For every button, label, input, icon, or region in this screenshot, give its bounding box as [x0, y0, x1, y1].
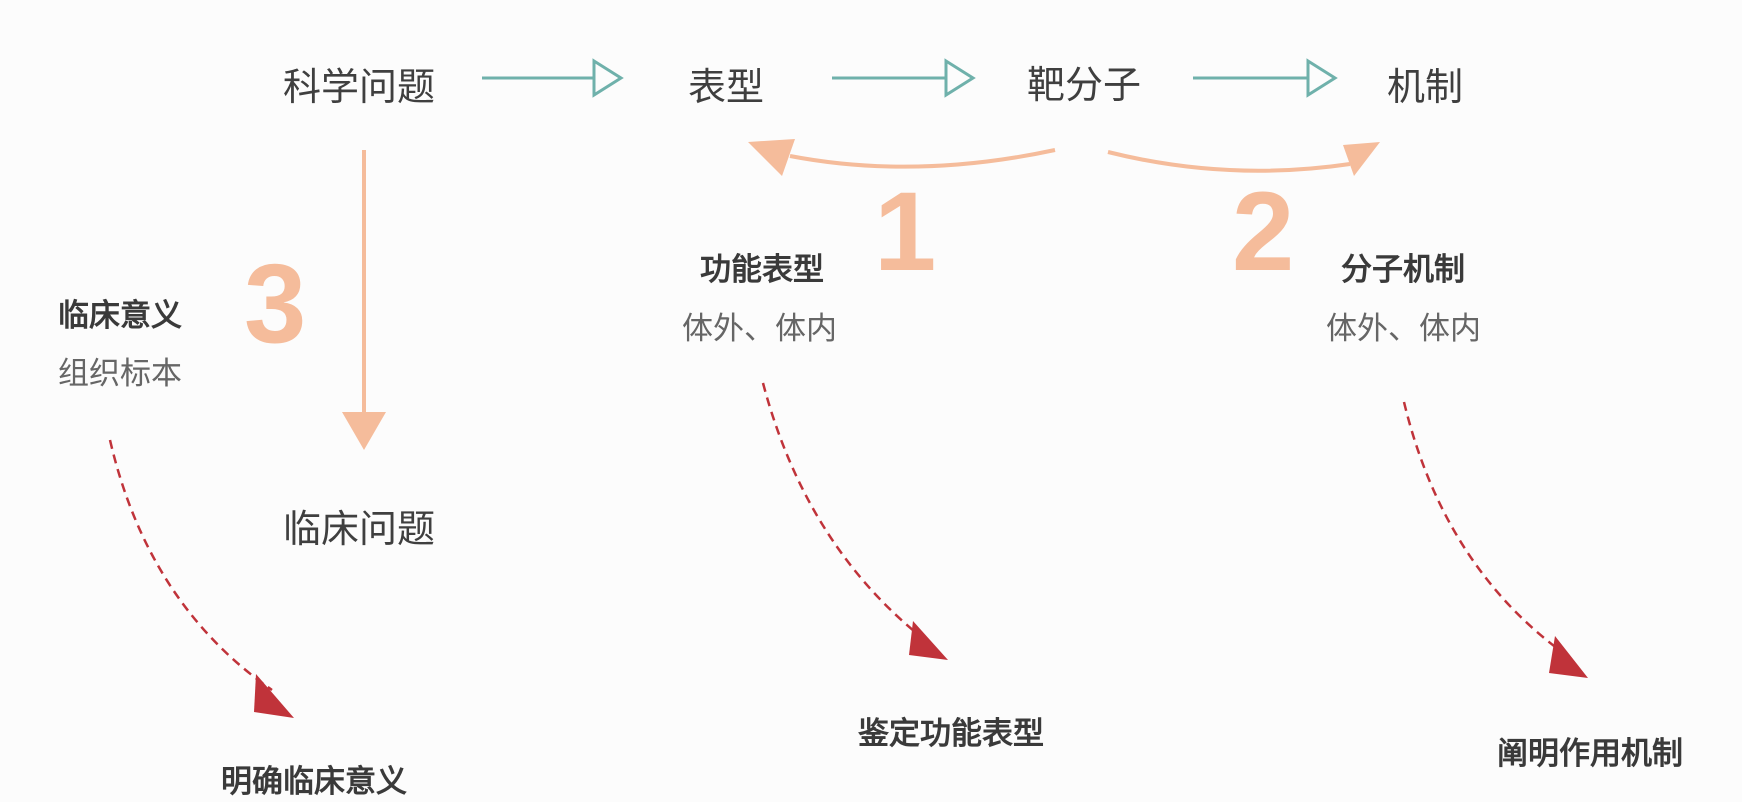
node-clinical-question: 临床问题	[283, 507, 436, 551]
feedback-arrow-2	[1107, 142, 1380, 176]
node-target-molecule: 靶分子	[1027, 63, 1142, 107]
flow-arrow-1	[482, 58, 624, 98]
feedback-arrow-1	[748, 139, 1056, 176]
molecular-result: 阐明作用机制	[1497, 736, 1683, 772]
flow-arrow-2	[832, 58, 976, 98]
functional-result: 鉴定功能表型	[858, 716, 1044, 752]
dashed-arrow-clinical	[108, 439, 294, 718]
clinical-result: 明确临床意义	[221, 764, 407, 800]
functional-title: 功能表型	[700, 252, 824, 288]
step-number-2: 2	[1232, 169, 1295, 294]
dashed-arrow-functional	[761, 382, 948, 660]
functional-detail: 体外、体内	[682, 311, 837, 347]
vertical-arrow	[342, 150, 386, 450]
flow-arrow-3	[1193, 58, 1338, 98]
step-number-1: 1	[874, 169, 937, 294]
step-number-3: 3	[244, 241, 307, 366]
node-phenotype: 表型	[688, 65, 765, 109]
clinical-detail: 组织标本	[58, 356, 182, 392]
dashed-arrow-molecular	[1402, 401, 1588, 678]
node-scientific-question: 科学问题	[283, 65, 436, 109]
node-mechanism: 机制	[1387, 65, 1464, 109]
clinical-title: 临床意义	[58, 298, 182, 334]
molecular-title: 分子机制	[1341, 252, 1465, 288]
molecular-detail: 体外、体内	[1326, 311, 1481, 347]
